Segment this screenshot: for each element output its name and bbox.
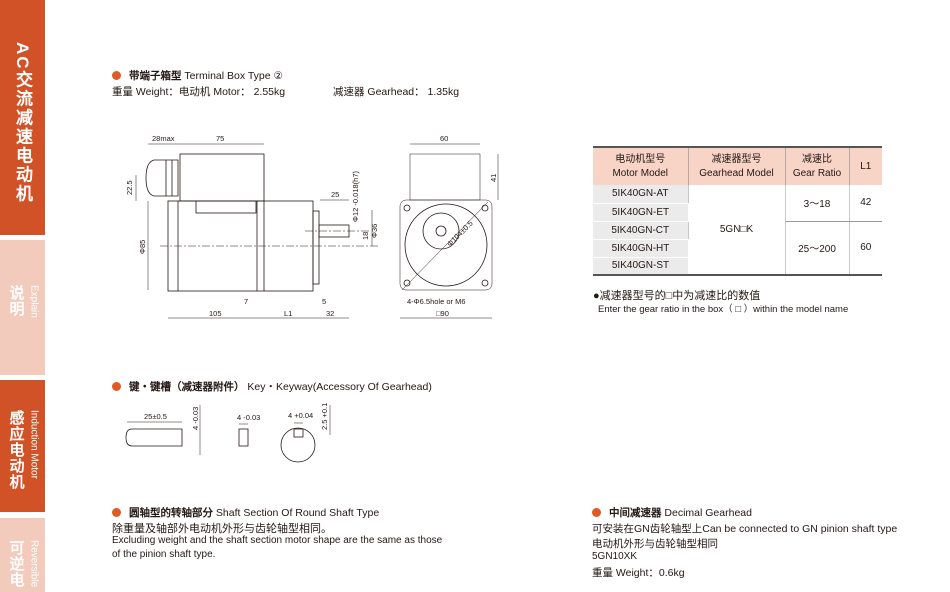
- cable-gland: [145, 159, 179, 197]
- flange: [312, 210, 320, 285]
- motor-model: 5IK40GN-ST: [593, 257, 688, 276]
- section-title-decimal: 中间减速器 Decimal Gearhead: [592, 505, 752, 520]
- shaft-text-en-2: of the pinion shaft type.: [112, 549, 216, 560]
- title-en: Shaft Section Of Round Shaft Type: [215, 507, 380, 519]
- header-l1: L1: [849, 147, 882, 185]
- bullet-icon: [592, 508, 601, 517]
- header-cn: 电动机型号: [615, 153, 666, 165]
- gear-ratio: 25～200: [785, 221, 850, 275]
- l1-value: 42: [849, 185, 882, 222]
- decimal-weight: 重量 Weight：0.6kg: [592, 567, 685, 579]
- dim-7: 7: [244, 297, 248, 306]
- gearhead-weight: 减速器 Gearhead： 1.35kg: [333, 86, 460, 98]
- dim-25: 25: [331, 190, 339, 199]
- title-cn: 中间减速器: [609, 507, 662, 519]
- dim-22-5: 22.5: [125, 180, 134, 195]
- bullet-icon: [112, 382, 121, 391]
- section-title-shaft: 圆轴型的转轴部分 Shaft Section Of Round Shaft Ty…: [112, 505, 379, 520]
- header-en: Gear Ratio: [792, 167, 842, 179]
- gear-ratio: 3～18: [785, 185, 850, 222]
- tab-label: 可逆电: [7, 540, 25, 588]
- title-en: Decimal Gearhead: [664, 507, 752, 519]
- dim-phi85: Φ85: [138, 240, 147, 254]
- dim-key-4a: 4 -0.03: [191, 407, 200, 430]
- title-cn: 圆轴型的转轴部分: [129, 507, 213, 519]
- dim-phi12: Φ12 -0.018(h7): [351, 170, 360, 222]
- shaft-text-en: Excluding weight and the shaft section m…: [112, 535, 443, 546]
- table-row: 5IK40GN-ET: [593, 203, 882, 222]
- header-en: Gearhead Model: [699, 167, 774, 179]
- table-header: 电动机型号 Motor Model 减速器型号 Gearhead Model 减速比…: [593, 147, 882, 185]
- dim-90: □90: [436, 309, 449, 318]
- decimal-model: 5GN10XK: [592, 551, 638, 562]
- tab-label: 说明: [7, 285, 25, 317]
- terminal-box-front: [409, 153, 481, 201]
- sidebar-tab-ac-gear-motor[interactable]: AC交流减速电动机: [0, 0, 45, 235]
- motor-weight: 重量 Weight：电动机 Motor： 2.55kg: [112, 86, 286, 98]
- dim-phi36: Φ36: [370, 224, 379, 238]
- tab-label-en: Explain: [28, 285, 40, 318]
- dim-key-2-5: 2.5 +0.1: [320, 403, 329, 430]
- key-side: [125, 428, 183, 447]
- tab-label: 感应电动机: [7, 410, 25, 490]
- tab-label-en: Reversible: [28, 540, 40, 588]
- motor-model: 5IK40GN-HT: [593, 239, 688, 258]
- dim-75: 75: [216, 134, 224, 143]
- dim-105: 105: [209, 309, 222, 318]
- terminal-box: [179, 153, 265, 202]
- dim-18: 18: [361, 232, 370, 240]
- table-note-en: Enter the gear ratio in the box（ □ ）with…: [598, 304, 849, 315]
- gearhead-model: 5GN□K: [688, 185, 786, 275]
- tab-label: AC交流减速电动机: [13, 42, 32, 204]
- bullet-icon: [112, 508, 121, 517]
- title-cn: 带端子箱型: [129, 70, 182, 82]
- dim-41: 41: [489, 174, 498, 182]
- dim-phi104: Φ104±0.5: [445, 219, 475, 249]
- table-row: 5IK40GN-CT 25～200 60: [593, 221, 882, 275]
- header-en: Motor Model: [612, 167, 669, 179]
- decimal-text-1: 可安装在GN齿轮轴型上Can be connected to GN pinion…: [592, 523, 898, 535]
- table-row: 5IK40GN-ST: [593, 257, 882, 276]
- bullet-icon: [112, 71, 121, 80]
- dim-L1: L1: [284, 309, 292, 318]
- motor-model: 5IK40GN-CT: [593, 221, 689, 240]
- keyway-slot: [293, 428, 304, 438]
- model-table: 电动机型号 Motor Model 减速器型号 Gearhead Model 减速比…: [593, 146, 882, 276]
- key-end: [238, 428, 249, 447]
- keyway-shaft: [280, 427, 316, 463]
- tab-label-en: Induction Motor: [28, 410, 40, 479]
- table-note-cn: ●减速器型号的□中为减速比的数值: [593, 290, 761, 302]
- section-title-terminal: 带端子箱型 Terminal Box Type ②: [112, 68, 283, 83]
- dim-28max: 28max: [152, 134, 175, 143]
- header-cn: 减速比: [802, 153, 832, 165]
- dim-key-25: 25±0.5: [144, 412, 167, 421]
- l1-value: 60: [860, 242, 872, 254]
- dim-5: 5: [322, 297, 326, 306]
- dim-key-4b: 4 -0.03: [237, 413, 260, 422]
- dim-32: 32: [326, 309, 334, 318]
- title-cn: 键・键槽（减速器附件）: [129, 381, 245, 393]
- table-row: 5IK40GN-HT: [593, 239, 882, 258]
- dim-hole: 4-Φ6.5hole or M6: [407, 297, 466, 306]
- title-en: Terminal Box Type ②: [184, 70, 283, 82]
- header-cn: 减速器型号: [711, 153, 762, 165]
- section-title-key: 键・键槽（减速器附件） Key・Keyway(Accessory Of Gear…: [112, 379, 432, 394]
- dim-key-4c: 4 +0.04: [288, 411, 313, 420]
- decimal-text-2: 电动机外形与齿轮轴型相同: [592, 538, 718, 550]
- motor-model: 5IK40GN-AT: [593, 185, 689, 204]
- dim-60: 60: [440, 134, 448, 143]
- motor-model: 5IK40GN-ET: [593, 203, 688, 222]
- title-en: Key・Keyway(Accessory Of Gearhead): [247, 381, 432, 393]
- shaft-text-cn: 除重量及轴部外电动机外形与齿轮轴型相同。: [112, 523, 332, 535]
- motor-face: [404, 203, 488, 287]
